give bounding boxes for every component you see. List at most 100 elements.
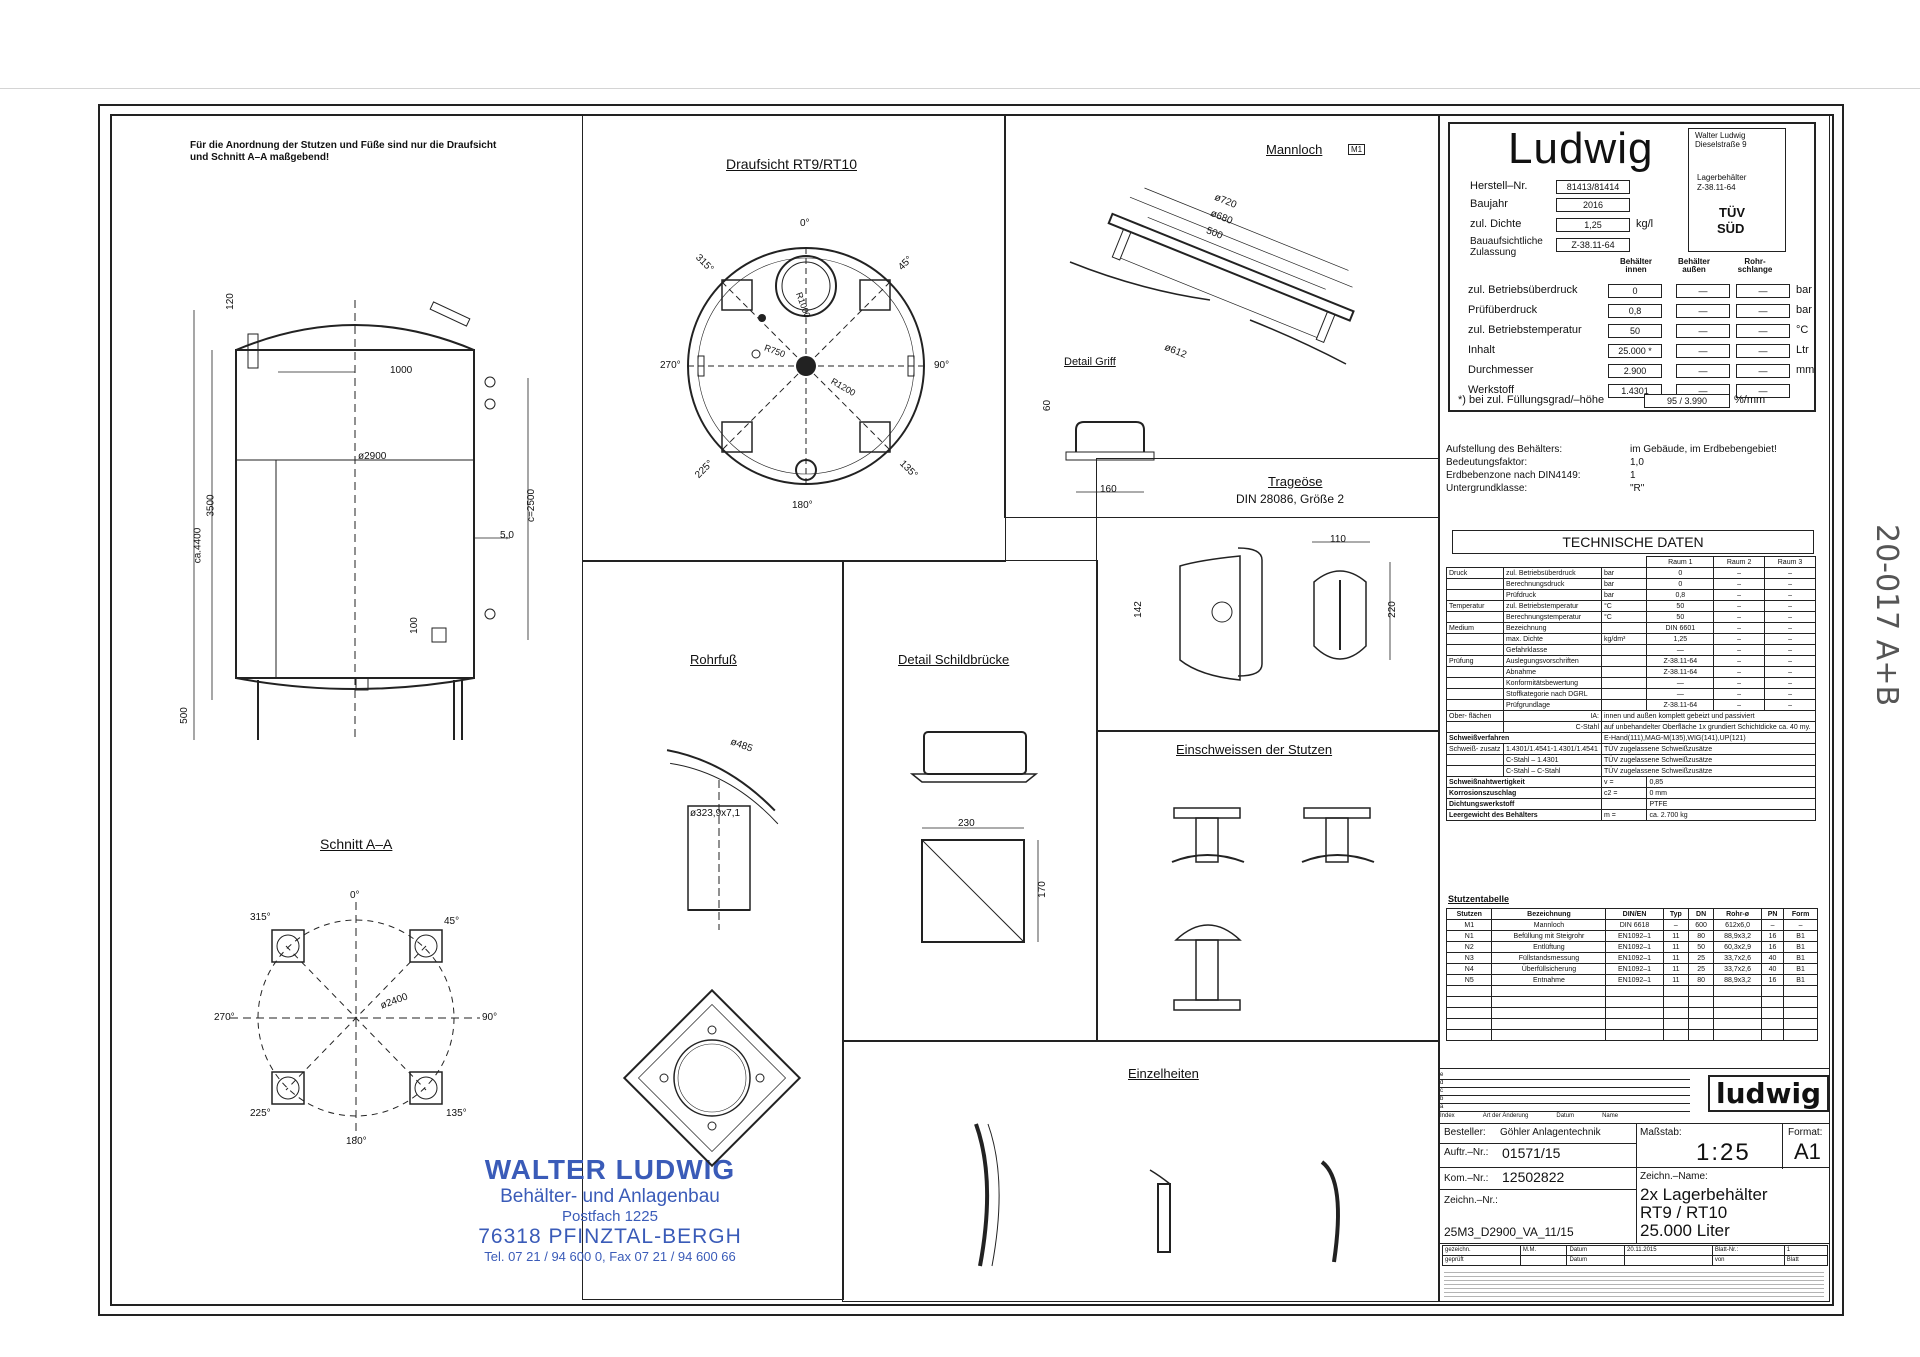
scan-top-edge	[0, 88, 1920, 89]
nozzle-cell: B1	[1783, 974, 1818, 986]
tech-unit	[1600, 677, 1648, 689]
tech-param: zul. Betriebsüberdruck	[1503, 567, 1602, 579]
nozzle-empty-row	[1445, 996, 1818, 1008]
tech-value: DIN 6601	[1646, 622, 1715, 634]
nozzle-head-cell: DN	[1688, 908, 1715, 920]
install-label-0: Aufstellung des Behälters:	[1446, 444, 1563, 455]
nozzle-cell: N1	[1445, 930, 1493, 942]
np-row-dash: —	[1676, 364, 1730, 378]
field-herstell-value: 81413/81414	[1556, 180, 1630, 194]
surface-value: innen und außen komplett gebeizt und pas…	[1601, 710, 1816, 722]
stamp-phone: Tel. 07 21 / 94 600 0, Fax 07 21 / 94 60…	[484, 1249, 736, 1264]
nozzle-cell: EN1092–1	[1605, 963, 1664, 975]
tech-dash: –	[1713, 578, 1766, 590]
nozzle-head-cell: Rohr-ø	[1713, 908, 1762, 920]
tech-dash: –	[1764, 611, 1816, 623]
nozzle-empty-row	[1445, 985, 1818, 997]
tech-dash: –	[1764, 655, 1816, 667]
tech-param: max. Dichte	[1503, 633, 1602, 645]
nozzle-cell: B1	[1783, 963, 1818, 975]
install-label-3: Untergrundklasse:	[1446, 483, 1528, 494]
tech-dash: –	[1713, 655, 1766, 667]
weld-filler-value: TÜV zugelassene Schweißzusätze	[1601, 743, 1816, 755]
tech-param: Berechnungstemperatur	[1503, 611, 1602, 623]
tb-sep-3	[1440, 1167, 1830, 1168]
tech-dash: –	[1713, 699, 1766, 711]
tech-dash: –	[1713, 611, 1766, 623]
tech-value: 0	[1646, 567, 1715, 579]
zeichn-nr-label: Zeichn.–Nr.:	[1444, 1195, 1498, 1206]
nozzle-cell: EN1092–1	[1605, 974, 1664, 986]
auftr-label: Auftr.–Nr.:	[1444, 1147, 1489, 1158]
zeichn-name-1: 2x Lagerbehälter	[1640, 1185, 1768, 1204]
tech-unit: °C	[1600, 611, 1648, 623]
nozzle-cell: 16	[1760, 941, 1785, 953]
np-row-dash: —	[1676, 304, 1730, 318]
tech-unit	[1600, 688, 1648, 700]
rohrfuss-title: Rohrfuß	[690, 652, 737, 667]
nozzle-cell: Mannloch	[1491, 919, 1607, 931]
install-label-1: Bedeutungsfaktor:	[1446, 457, 1528, 468]
tech-param: Gefahrklasse	[1503, 644, 1602, 656]
cell-einzelheiten	[842, 1040, 1440, 1302]
cell-draufsicht	[582, 114, 1006, 562]
nozzle-cell: 16	[1760, 930, 1785, 942]
tech-dash: –	[1764, 688, 1816, 700]
np-row-label: Werkstoff	[1468, 384, 1515, 396]
tech-dash: –	[1764, 589, 1816, 601]
nozzle-head-cell: DIN/EN	[1605, 908, 1664, 920]
tech-group	[1446, 633, 1504, 645]
stamp-city: 76318 PFINZTAL-BERGH	[478, 1225, 742, 1248]
tech-tail-sym: v =	[1600, 776, 1648, 788]
sign-cell: 1	[1783, 1245, 1829, 1256]
nameplate-footnote-value: 95 / 3.990	[1644, 394, 1730, 408]
weld-filler-label: Schweiß- zusatz	[1446, 743, 1504, 755]
angle-270-schnitt: 270°	[214, 1012, 235, 1023]
nozzle-head-cell: Typ	[1662, 908, 1690, 920]
tech-tail-value: 0,85	[1646, 776, 1816, 788]
sign-cell: Blatt-Nr.:	[1711, 1245, 1785, 1256]
np-row-dash: —	[1736, 284, 1790, 298]
np-row-value: 0	[1608, 284, 1662, 298]
tech-head-cell: Raum 2	[1713, 556, 1766, 568]
install-value-1: 1,0	[1630, 457, 1644, 468]
tech-dash: –	[1713, 633, 1766, 645]
sign-cell: Blatt	[1783, 1255, 1829, 1266]
revision-row: e	[1440, 1071, 1690, 1080]
tech-dash: –	[1764, 644, 1816, 656]
copyright-note	[1444, 1269, 1824, 1297]
cell-right-column	[1438, 114, 1830, 1302]
angle-0-schnitt: 0°	[350, 890, 360, 901]
tech-param: zul. Betriebstemperatur	[1503, 600, 1602, 612]
nozzle-empty-row	[1445, 1007, 1818, 1019]
dim-d1000: 1000	[390, 365, 413, 376]
tech-dash: –	[1764, 578, 1816, 590]
tech-tail-label: Leergewicht des Behälters	[1446, 809, 1602, 821]
tech-group	[1446, 666, 1504, 678]
tech-value: —	[1646, 644, 1715, 656]
tech-group	[1446, 644, 1504, 656]
nozzle-cell: M1	[1445, 919, 1493, 931]
np-row-value: 25.000 *	[1608, 344, 1662, 358]
field-baujahr-value: 2016	[1556, 198, 1630, 212]
nozzle-cell: 60,3x2,9	[1713, 941, 1762, 953]
np-row-dash: —	[1736, 304, 1790, 318]
nozzle-cell: 40	[1760, 963, 1785, 975]
surface-label: Ober- flächen	[1446, 710, 1504, 722]
tech-head-cell: Raum 1	[1646, 556, 1715, 568]
tech-dash: –	[1764, 677, 1816, 689]
